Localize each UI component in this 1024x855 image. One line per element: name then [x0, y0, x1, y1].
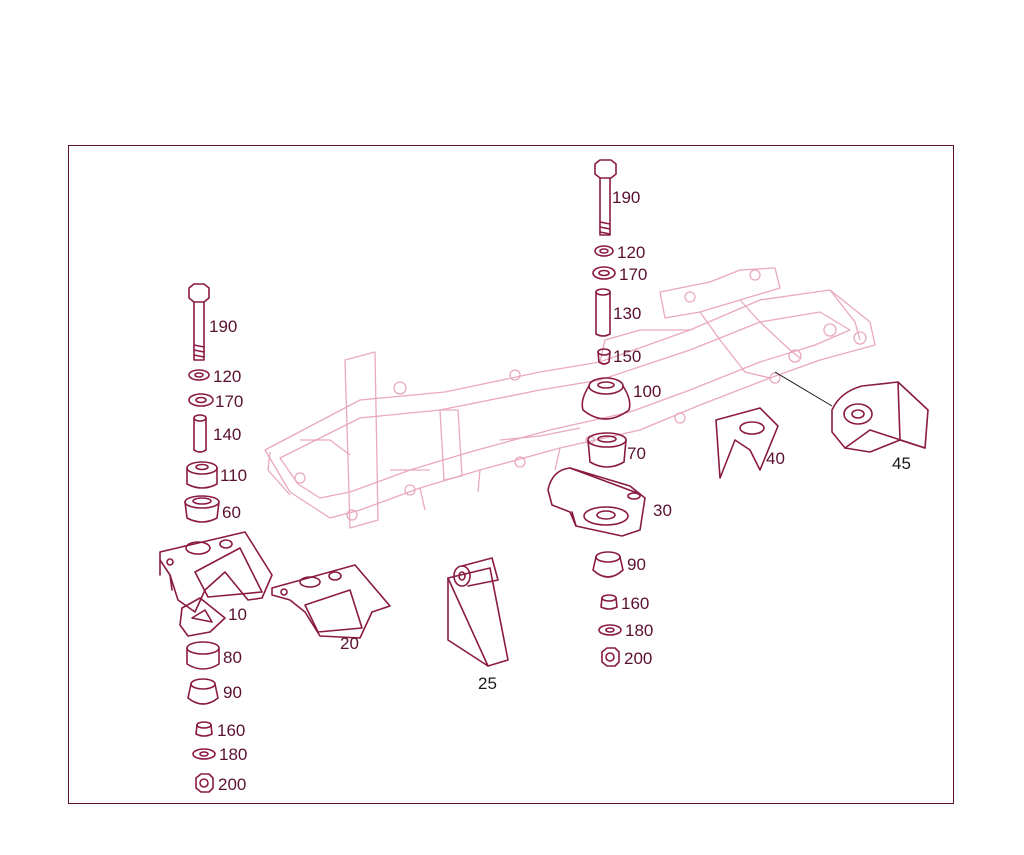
left-bracket-10-icon — [159, 531, 273, 637]
label-left-rubber-110: 110 — [220, 466, 248, 485]
left-bushing-160-icon — [195, 721, 213, 737]
center-bolt-icon — [594, 159, 617, 236]
chassis-frame — [264, 267, 876, 529]
label-middle-bracket: 20 — [340, 634, 359, 653]
left-washer-170-icon — [188, 393, 214, 407]
center-washer-180-icon — [598, 624, 622, 636]
label-pedestal: 25 — [478, 674, 497, 693]
left-rubber-80-icon — [186, 641, 220, 670]
label-left-cone: 90 — [223, 683, 242, 702]
label-rear-bracket: 40 — [766, 449, 785, 468]
center-spacer-70-icon — [587, 432, 627, 468]
left-sleeve-140-icon — [193, 414, 207, 453]
label-left-bracket: 10 — [228, 605, 247, 624]
parts-line-art — [159, 159, 929, 793]
label-left-nut: 200 — [218, 775, 247, 794]
label-center-washer-180: 180 — [625, 621, 654, 640]
label-left-washer-180: 180 — [219, 745, 248, 764]
label-center-sleeve: 130 — [613, 304, 642, 323]
left-nut-200-icon — [195, 773, 214, 793]
center-cone-90-icon — [592, 551, 624, 578]
center-washer-120-icon — [594, 245, 614, 257]
carrier-arm-30-icon — [547, 467, 646, 537]
rear-bracket-40-icon — [715, 407, 779, 479]
center-sleeve-130-icon — [595, 288, 611, 337]
label-left-sleeve: 140 — [213, 425, 242, 444]
left-rubber-110-icon — [186, 461, 218, 489]
pedestal-25-icon — [447, 557, 509, 667]
diagram-border — [68, 145, 954, 804]
left-spacer-60-icon — [184, 495, 220, 523]
center-nut-200-icon — [601, 647, 620, 667]
label-center-bushing-160: 160 — [621, 594, 650, 613]
center-rubber-100-icon — [581, 377, 631, 420]
label-center-rubber-100: 100 — [633, 382, 662, 401]
label-left-spacer: 60 — [222, 503, 241, 522]
label-left-washer-120: 120 — [213, 367, 242, 386]
label-center-washer-170: 170 — [619, 265, 648, 284]
label-center-nut: 200 — [624, 649, 653, 668]
label-center-bolt: 190 — [612, 188, 641, 207]
middle-bracket-20-icon — [271, 564, 391, 639]
label-left-washer-170: 170 — [215, 392, 244, 411]
center-bushing-150-icon — [597, 348, 611, 365]
rear-mount-45-icon — [831, 381, 929, 453]
center-bushing-160-icon — [600, 594, 618, 610]
label-rear-mount: 45 — [892, 454, 911, 473]
left-cone-90-icon — [187, 678, 219, 705]
label-center-bushing-150: 150 — [613, 347, 642, 366]
center-washer-170-icon — [592, 266, 616, 280]
left-washer-180-icon — [192, 748, 216, 760]
label-center-cone: 90 — [627, 555, 646, 574]
label-left-rubber-80: 80 — [223, 648, 242, 667]
label-center-washer-120: 120 — [617, 243, 646, 262]
left-washer-120-icon — [188, 369, 210, 381]
label-left-bolt: 190 — [209, 317, 238, 336]
label-center-spacer: 70 — [627, 444, 646, 463]
left-bolt-icon — [188, 283, 210, 361]
label-carrier-arm: 30 — [653, 501, 672, 520]
label-left-bushing: 160 — [217, 721, 246, 740]
